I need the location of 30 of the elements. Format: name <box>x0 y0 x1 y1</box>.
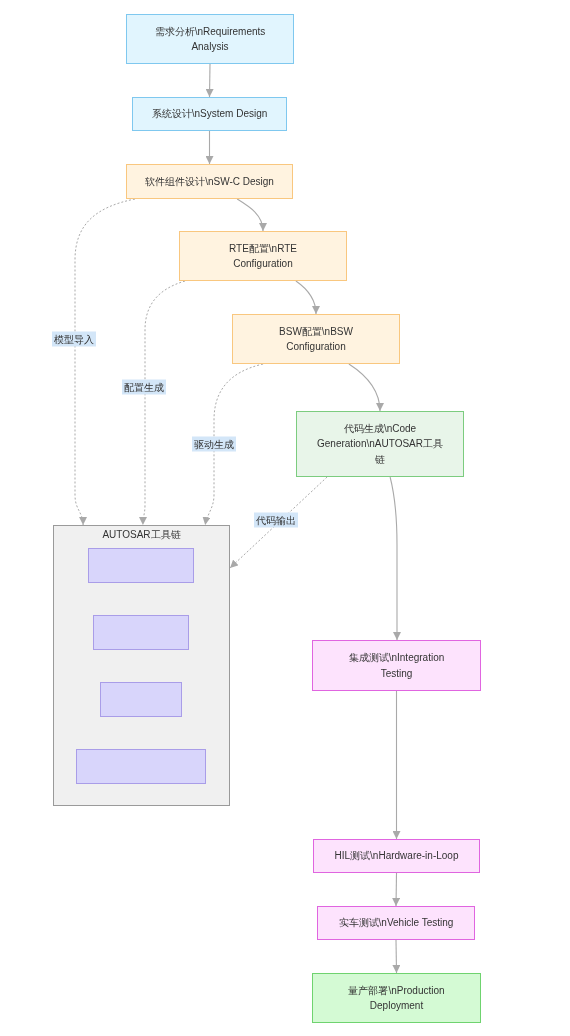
process-box: HIL测试\nHardware-in-Loop <box>313 839 480 873</box>
process-box: 量产部署\nProduction Deployment <box>312 973 481 1023</box>
process-box <box>93 615 189 650</box>
process-box: 集成测试\nIntegration Testing <box>312 640 481 691</box>
process-box <box>76 749 206 784</box>
edge-label: 配置生成 <box>122 379 166 395</box>
process-box: 实车测试\nVehicle Testing <box>317 906 475 940</box>
process-box <box>88 548 194 583</box>
process-box: 需求分析\nRequirements Analysis <box>126 14 294 64</box>
edge-label: 模型导入 <box>52 331 96 347</box>
arrow <box>295 280 320 315</box>
process-box: 软件组件设计\nSW-C Design <box>126 164 293 199</box>
dashed-arrow <box>229 476 328 569</box>
process-box <box>100 682 182 717</box>
arrow <box>389 476 401 641</box>
process-box: RTE配置\nRTE Configuration <box>179 231 347 281</box>
arrow <box>205 130 214 165</box>
edge-label: 驱动生成 <box>192 436 236 452</box>
arrow <box>392 690 401 840</box>
arrow <box>392 939 401 974</box>
arrow <box>236 198 267 232</box>
group-box <box>53 525 230 806</box>
process-box: 系统设计\nSystem Design <box>132 97 287 131</box>
process-box: 代码生成\nCode Generation\nAUTOSAR工具链 <box>296 411 464 477</box>
edge-label: 代码输出 <box>254 512 298 528</box>
arrow <box>348 363 384 412</box>
arrow <box>205 63 214 98</box>
arrow <box>392 872 401 907</box>
process-box: BSW配置\nBSW Configuration <box>232 314 400 364</box>
group-title: AUTOSAR工具链 <box>102 528 181 542</box>
